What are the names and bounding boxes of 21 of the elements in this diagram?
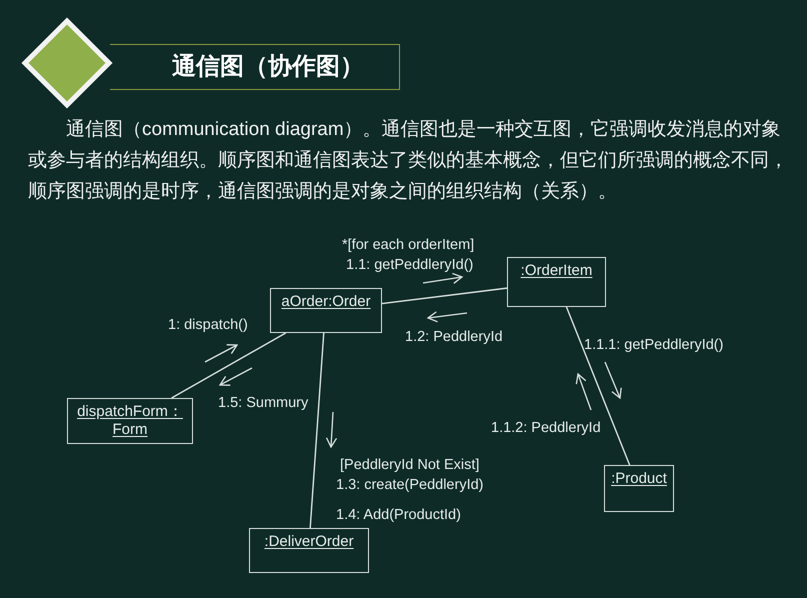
object-box: :Product bbox=[604, 465, 674, 512]
message-label: 1.3: create(PeddleryId) bbox=[336, 476, 484, 494]
message-label: 1.5: Summury bbox=[218, 394, 308, 412]
link-line bbox=[566, 306, 630, 466]
object-box: aOrder:Order bbox=[270, 288, 382, 333]
message-label: 1.2: PeddleryId bbox=[405, 328, 503, 346]
message-label: 1.1: getPeddleryId() bbox=[346, 256, 474, 274]
link-line bbox=[171, 332, 286, 399]
message-label: 1.1.1: getPeddleryId() bbox=[584, 336, 724, 354]
title-banner: 通信图（协作图） bbox=[110, 44, 400, 90]
object-box: dispatchForm：Form bbox=[67, 398, 193, 444]
message-label: 1.1.2: PeddleryId bbox=[491, 419, 601, 437]
paragraph: 通信图（communication diagram）。通信图也是一种交互图，它强调收发消息的对象或参与者的结构组织。顺序图和通信图表达了类似的基本概念，但它们所强调的概念不同，顺序图强调的是时序，通信图强调的是对象之间的组织结构（关系）。 bbox=[28, 118, 789, 204]
message-label: 1.4: Add(ProductId) bbox=[336, 506, 461, 524]
link-line bbox=[382, 287, 508, 304]
link-line bbox=[310, 332, 324, 528]
object-box: :DeliverOrder bbox=[249, 528, 369, 573]
message-label: [PeddleryId Not Exist] bbox=[340, 456, 480, 474]
message-label: *[for each orderItem] bbox=[342, 236, 474, 254]
object-box: :OrderItem bbox=[507, 257, 606, 307]
message-label: 1: dispatch() bbox=[168, 316, 248, 334]
